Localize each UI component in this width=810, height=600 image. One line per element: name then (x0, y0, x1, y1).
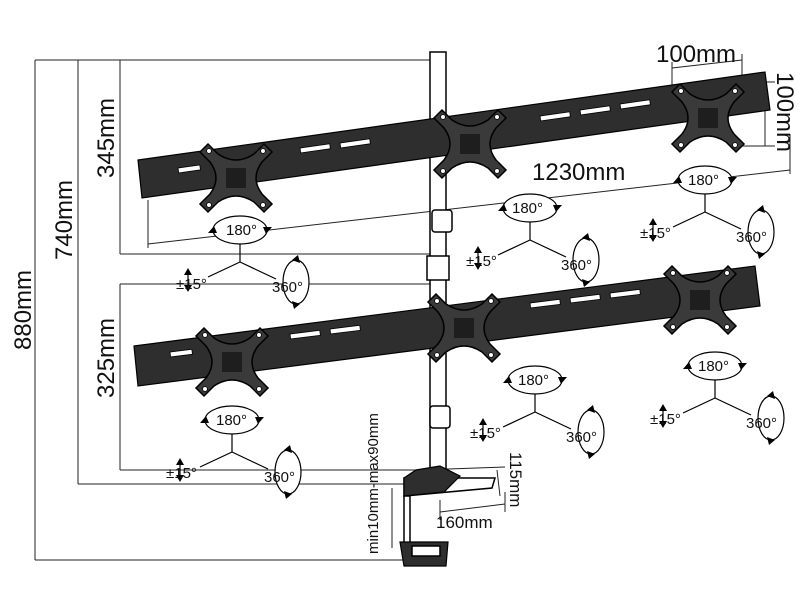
rotation-label: 180° (518, 372, 549, 389)
clamp-height-label: 115mm (506, 452, 525, 507)
tilt-label: ±15° (166, 465, 197, 482)
motion-labels-top-left: 180° ±15° 360° (176, 222, 303, 296)
tilt-label: ±15° (640, 225, 671, 242)
swivel-label: 360° (561, 257, 592, 274)
desk-clamp (399, 465, 497, 567)
clamp-depth-label: 160mm (436, 513, 493, 532)
top-offset-label: 345mm (93, 98, 120, 178)
lower-offset-label: 325mm (93, 318, 120, 398)
upper-height-label: 740mm (51, 180, 78, 260)
swivel-label: 360° (272, 279, 303, 296)
swivel-label: 360° (736, 229, 767, 246)
motion-labels-top-center: 180° ±15° 360° (466, 200, 592, 274)
rotation-label: 180° (688, 172, 719, 189)
motion-labels-bottom-left: 180° ±15° 360° (166, 412, 295, 486)
rotation-label: 180° (216, 412, 247, 429)
swivel-label: 360° (746, 415, 777, 432)
tilt-label: ±15° (650, 411, 681, 428)
rotation-label: 180° (698, 358, 729, 375)
vesa-height-label: 100mm (771, 72, 798, 152)
tilt-label: ±15° (176, 276, 207, 293)
total-height-label: 880mm (10, 270, 37, 350)
desk-thickness-label: min10mm-max90mm (365, 413, 382, 554)
rotation-label: 180° (512, 200, 543, 217)
swivel-label: 360° (264, 469, 295, 486)
motion-labels-bottom-right: 180° ±15° 360° (650, 358, 777, 432)
motion-labels-top-right: 180° ±15° 360° (640, 172, 767, 246)
vesa-width-label: 100mm (656, 41, 736, 68)
rail-length-label: 1230mm (532, 159, 625, 186)
tilt-label: ±15° (470, 425, 501, 442)
rotation-label: 180° (226, 222, 257, 239)
tilt-label: ±15° (466, 253, 497, 270)
swivel-label: 360° (566, 429, 597, 446)
motion-labels-bottom-center: 180° ±15° 360° (470, 372, 597, 446)
